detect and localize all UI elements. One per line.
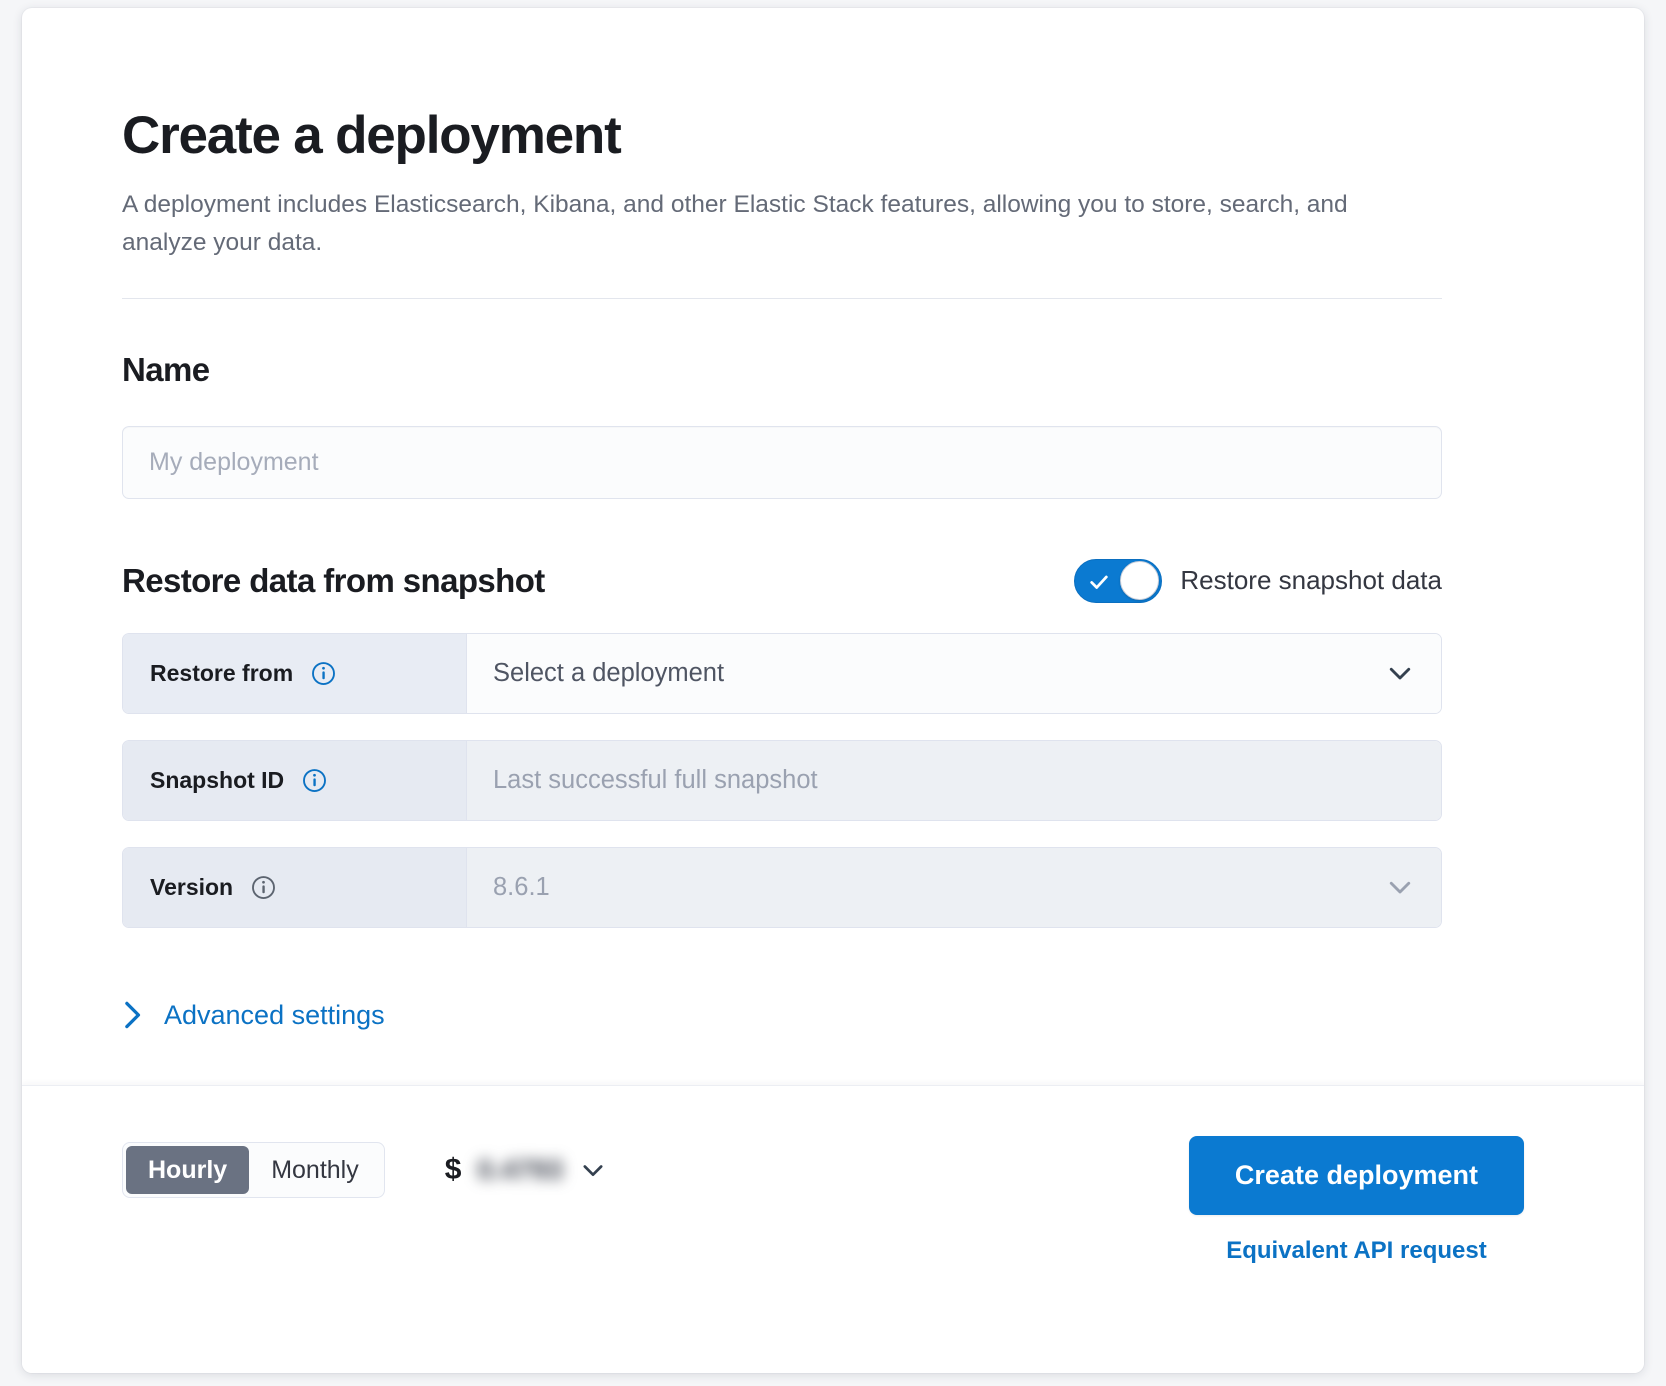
name-section-title: Name bbox=[122, 350, 210, 388]
info-icon[interactable] bbox=[311, 661, 336, 686]
row-label-version: Version bbox=[123, 847, 467, 927]
pricing-group: Hourly Monthly $ 0.4793 bbox=[122, 1136, 607, 1198]
info-icon[interactable] bbox=[251, 875, 276, 900]
chevron-down-icon[interactable] bbox=[579, 1156, 607, 1184]
chevron-down-icon[interactable] bbox=[1385, 658, 1415, 688]
info-icon[interactable] bbox=[302, 768, 327, 793]
restore-section-title: Restore data from snapshot bbox=[122, 561, 545, 599]
footer-bar: Hourly Monthly $ 0.4793 Create deploymen… bbox=[22, 1085, 1644, 1373]
form-body: Create a deployment A deployment include… bbox=[22, 8, 1644, 1085]
restore-snapshot-toggle[interactable] bbox=[1074, 558, 1163, 603]
advanced-settings-label: Advanced settings bbox=[164, 999, 385, 1030]
billing-period-segmented-control[interactable]: Hourly Monthly bbox=[122, 1142, 385, 1198]
create-deployment-card: Create a deployment A deployment include… bbox=[22, 8, 1644, 1373]
price-currency-symbol: $ bbox=[444, 1153, 462, 1186]
restore-form-rows: Restore from Select a deployment bbox=[122, 632, 1524, 928]
row-label-text: Snapshot ID bbox=[150, 766, 285, 793]
row-version: Version 8.6.1 bbox=[122, 846, 1442, 928]
restore-section-header: Restore data from snapshot Restore snaps… bbox=[122, 558, 1442, 603]
field-value-restore-from: Select a deployment bbox=[493, 658, 725, 687]
billing-option-monthly[interactable]: Monthly bbox=[271, 1155, 359, 1184]
field-value-version: 8.6.1 bbox=[493, 872, 550, 901]
page-title: Create a deployment bbox=[122, 106, 622, 165]
check-icon bbox=[1090, 575, 1109, 589]
row-label-text: Version bbox=[150, 873, 234, 900]
row-snapshot-id: Snapshot ID Last successful full snapsho… bbox=[122, 739, 1442, 821]
footer-actions: Create deployment Equivalent API request bbox=[1188, 1136, 1524, 1265]
row-label-snapshot-id: Snapshot ID bbox=[123, 740, 467, 820]
header-divider bbox=[122, 297, 1442, 299]
row-label-restore-from: Restore from bbox=[123, 633, 467, 713]
restore-toggle-group[interactable]: Restore snapshot data bbox=[1074, 558, 1442, 603]
price-display[interactable]: $ 0.4793 bbox=[445, 1153, 607, 1187]
advanced-settings-link[interactable]: Advanced settings bbox=[122, 1000, 385, 1031]
field-value-snapshot-id: Last successful full snapshot bbox=[493, 765, 818, 794]
field-version: 8.6.1 bbox=[467, 847, 1441, 927]
name-section: Name bbox=[122, 351, 1524, 499]
chevron-down-icon bbox=[1389, 881, 1411, 894]
create-deployment-button[interactable]: Create deployment bbox=[1188, 1136, 1524, 1215]
field-snapshot-id: Last successful full snapshot bbox=[467, 740, 1441, 820]
billing-option-hourly[interactable]: Hourly bbox=[126, 1146, 250, 1194]
page-subtitle: A deployment includes Elasticsearch, Kib… bbox=[122, 190, 1348, 256]
restore-toggle-label: Restore snapshot data bbox=[1180, 565, 1442, 596]
price-amount: 0.4793 bbox=[477, 1154, 564, 1185]
field-restore-from[interactable]: Select a deployment bbox=[467, 633, 1441, 713]
toggle-knob bbox=[1120, 561, 1160, 601]
row-restore-from[interactable]: Restore from Select a deployment bbox=[122, 632, 1442, 714]
chevron-right-icon bbox=[125, 1001, 141, 1029]
row-label-text: Restore from bbox=[150, 659, 294, 686]
deployment-name-input[interactable] bbox=[122, 425, 1442, 499]
equivalent-api-request-link[interactable]: Equivalent API request bbox=[1226, 1237, 1487, 1264]
